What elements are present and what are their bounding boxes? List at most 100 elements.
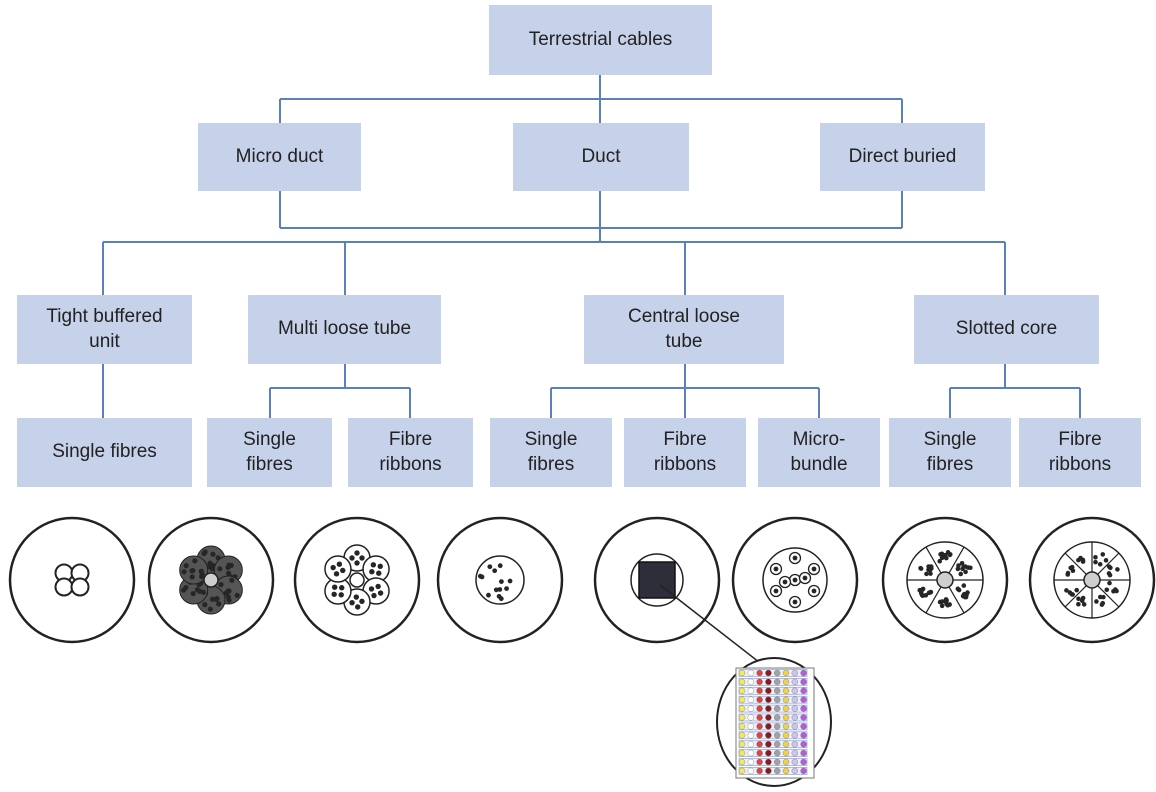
ribbon-fibre — [738, 749, 746, 757]
fibre — [938, 552, 943, 557]
ribbon-fibre — [756, 758, 763, 766]
detail-pointer — [659, 584, 765, 667]
fibre — [773, 588, 779, 594]
central-loose-tube-micro-bundle-cross-section — [731, 516, 859, 644]
fibre — [493, 587, 499, 593]
fibre — [377, 563, 383, 569]
fibre — [189, 574, 195, 580]
fibre — [1097, 561, 1103, 567]
central-loose-tube-fibre-ribbons-cross-section — [593, 516, 767, 670]
fibre — [375, 583, 381, 590]
fibre — [961, 564, 967, 570]
slotted-core-single-fibres-cross-section — [881, 516, 1009, 644]
ribbon-fibre — [747, 758, 754, 766]
ribbon-fibre — [774, 758, 781, 766]
fibre — [338, 592, 344, 598]
multi-loose-tube-single-fibres-cross-section — [147, 516, 275, 644]
ribbon-fibre — [765, 705, 772, 712]
fibre — [487, 564, 493, 570]
fibre — [1064, 588, 1069, 593]
node-micro-duct: Micro duct — [198, 123, 361, 191]
fibre — [359, 598, 365, 604]
ribbon-fibre — [791, 767, 798, 775]
ribbon-fibre — [765, 732, 772, 739]
node-slotted-core-single-fibres: Single fibres — [889, 418, 1011, 487]
ribbon-fibre — [791, 749, 798, 757]
ribbon-fibre — [738, 669, 746, 677]
fibre — [811, 566, 817, 572]
ribbon-fibre — [782, 714, 790, 721]
ribbon-fibre — [756, 741, 763, 748]
ribbon-fibre — [782, 749, 790, 757]
ribbon-fibre — [738, 696, 746, 703]
ribbon-fibre — [747, 723, 754, 730]
ribbon-fibre — [738, 732, 746, 739]
fibre — [792, 555, 798, 561]
fibre — [336, 561, 343, 567]
node-multi-loose-tube: Multi loose tube — [248, 295, 441, 364]
fibre — [217, 566, 223, 572]
ribbon-fibre — [800, 749, 807, 757]
ribbon-fibre — [747, 714, 754, 721]
ribbon-fibre — [747, 705, 754, 712]
fibre — [181, 587, 187, 593]
ribbon-fibre — [800, 678, 807, 686]
fibre — [498, 596, 504, 602]
fibre — [349, 555, 355, 561]
fibre — [183, 563, 189, 569]
ribbon-fibre — [756, 749, 763, 757]
ribbon-fibre — [782, 741, 790, 748]
fibre — [959, 560, 965, 566]
ribbon-fibre — [756, 669, 763, 677]
slotted-core-fibre-ribbons-cross-section — [1028, 516, 1156, 644]
tight-buffered-fibre — [54, 577, 74, 597]
fibre — [213, 596, 219, 602]
node-multi-loose-single-fibres: Single fibres — [207, 418, 332, 487]
ribbon-fibre — [765, 714, 772, 721]
fibre — [964, 592, 969, 598]
loose-tube — [324, 555, 352, 583]
ribbon-fibre — [791, 687, 798, 694]
ribbon-fibre — [791, 723, 798, 730]
slot-divider — [925, 586, 942, 614]
ribbon-fibre — [756, 678, 763, 686]
ribbon-fibre — [774, 732, 781, 739]
fibre — [497, 587, 503, 592]
fibre — [1074, 587, 1080, 593]
fibre — [333, 571, 340, 577]
ribbon-fibre — [747, 669, 754, 677]
ribbon-fibre — [800, 669, 807, 677]
ribbon-fibre — [756, 767, 763, 775]
ribbon-fibre — [765, 723, 772, 730]
fibre — [926, 564, 931, 569]
fibre — [792, 577, 798, 583]
slot-divider — [925, 546, 942, 574]
fibre — [189, 568, 195, 574]
ribbon-fibre — [800, 705, 807, 712]
fibre — [354, 550, 360, 556]
fibre — [369, 569, 375, 575]
node-central-loose-micro-bundle: Micro- bundle — [758, 418, 880, 487]
ribbon-fibre — [800, 687, 807, 694]
fibre — [943, 597, 949, 602]
node-terrestrial-cables: Terrestrial cables — [489, 5, 712, 75]
slot-divider — [1064, 552, 1087, 575]
fibre — [504, 586, 509, 591]
ribbon-fibre — [765, 696, 772, 703]
fibre — [1093, 559, 1098, 565]
fibre — [216, 601, 222, 607]
fibre — [371, 592, 377, 599]
ribbon-fibre — [765, 749, 772, 757]
ribbon-fibre — [774, 741, 781, 748]
ribbon-fibre — [782, 732, 790, 739]
ribbon-fibre — [738, 758, 746, 766]
ribbon-fibre — [765, 678, 772, 686]
ribbon-fibre — [800, 714, 807, 721]
fibre — [197, 588, 203, 594]
fibre — [1065, 570, 1071, 576]
ribbon-fibre — [756, 705, 763, 712]
ribbon-fibre — [738, 767, 746, 775]
node-tight-buffered-unit: Tight buffered unit — [17, 295, 192, 364]
